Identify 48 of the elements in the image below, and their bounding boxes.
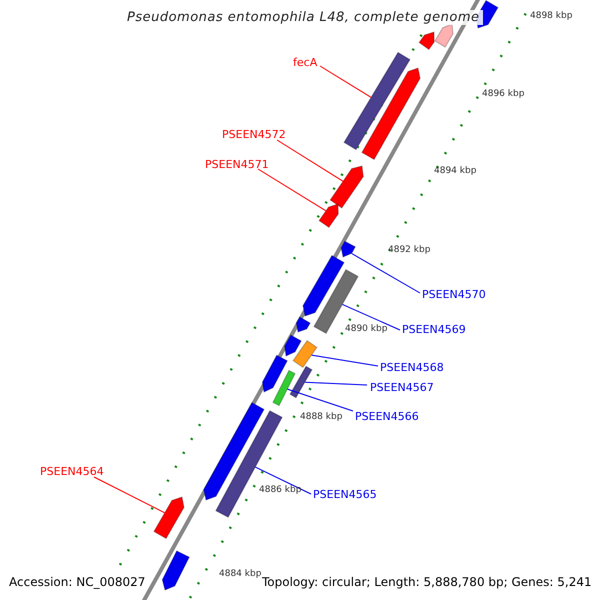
gene-label: PSEEN4567: [370, 382, 434, 393]
gene-label: PSEEN4564: [40, 466, 104, 477]
gene-feature: [340, 240, 356, 258]
leader-line: [351, 253, 420, 294]
gene-label: fecA: [293, 57, 318, 68]
gene-feature: [302, 254, 345, 317]
gene-feature: [162, 550, 190, 591]
leader-line: [258, 168, 326, 212]
scale-label: 4886 kbp: [259, 486, 302, 495]
leader-line: [342, 304, 400, 330]
footer-text: Accession: NC_008027: [7, 575, 148, 589]
gene-feature: [262, 354, 288, 393]
gene-feature: [418, 31, 435, 50]
leader-line: [254, 466, 312, 494]
gene-feature: [284, 334, 302, 357]
gene-feature: [296, 316, 311, 333]
scale-label: 4894 kbp: [434, 167, 476, 176]
scale-label: 4888 kbp: [300, 413, 342, 422]
gene-feature: [215, 410, 283, 518]
leader-line: [320, 66, 372, 98]
title: Pseudomonas entomophila L48, complete genome: [124, 10, 483, 25]
scale-label: 4898 kbp: [530, 12, 572, 21]
footer-text: Topology: circular; Length: 5,888,780 bp; Genes: 5,241: [260, 575, 594, 589]
leader-line: [311, 354, 378, 366]
gene-label: PSEEN4566: [355, 411, 419, 422]
gene-feature: [292, 340, 318, 368]
gene-label: PSEEN4572: [222, 129, 286, 140]
gene-label: PSEEN4571: [205, 159, 269, 170]
leader-line: [286, 388, 354, 412]
gene-label: PSEEN4568: [380, 362, 444, 373]
scale-label: 4890 kbp: [345, 325, 388, 334]
gene-feature: [361, 67, 421, 160]
gene-feature: [318, 203, 339, 228]
scale-label: 4892 kbp: [388, 246, 430, 255]
scale-label: 4884 kbp: [219, 570, 262, 579]
leader-line: [304, 382, 368, 386]
leader-line: [276, 140, 344, 182]
gene-label: PSEEN4569: [402, 324, 466, 335]
gene-feature: [330, 165, 364, 209]
gene-feature: [434, 23, 454, 48]
gene-label: PSEEN4570: [422, 289, 486, 300]
gene-feature: [272, 370, 296, 406]
gene-feature: [153, 496, 185, 540]
gene-label: PSEEN4565: [313, 489, 377, 500]
gene-feature: [343, 52, 411, 150]
gene-feature: [289, 366, 313, 398]
scale-label: 4896 kbp: [482, 90, 524, 99]
leader-line: [94, 476, 166, 514]
